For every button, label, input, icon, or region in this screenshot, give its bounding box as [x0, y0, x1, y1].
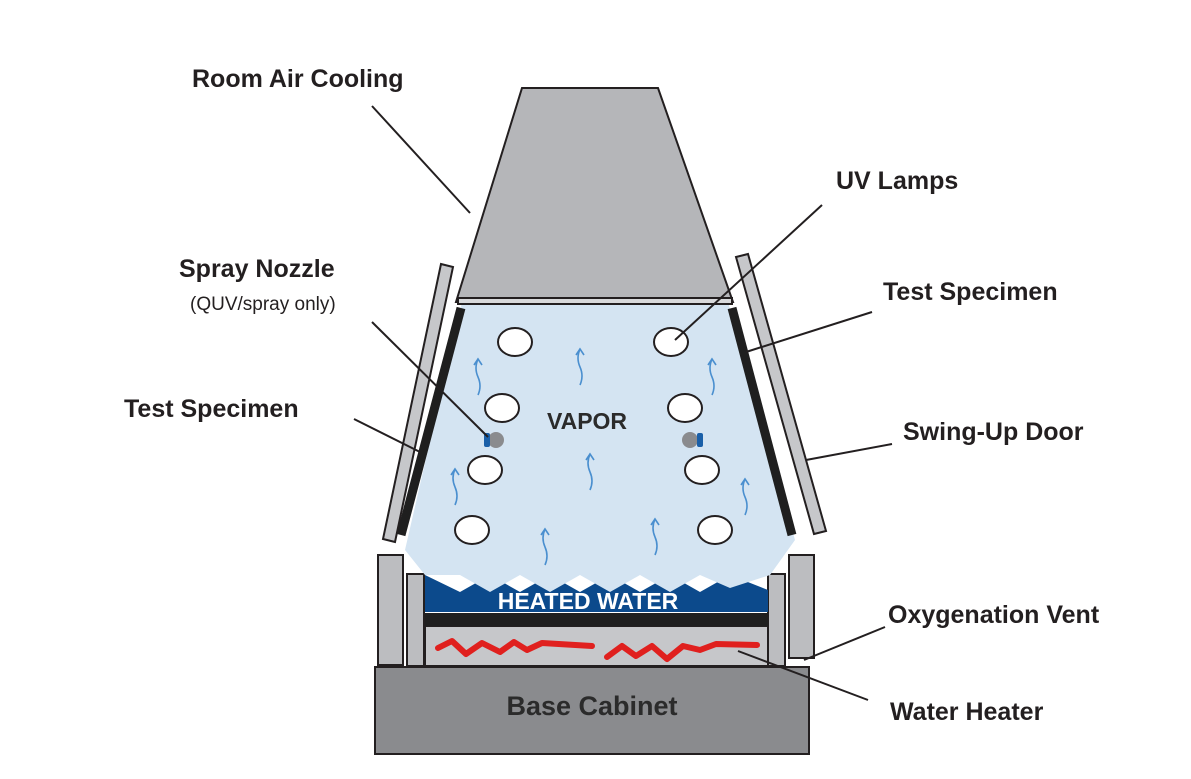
uv-lamp [467, 455, 503, 485]
vapor-arrow [709, 358, 715, 396]
test-specimen-right [727, 306, 797, 537]
right-inner-side-panel [767, 573, 786, 667]
leader-water-heater [737, 650, 869, 701]
water-heater-element-right [604, 641, 760, 662]
leader-spray-nozzle [371, 321, 489, 438]
vapor-arrow [475, 358, 481, 396]
uv-lamp [484, 393, 520, 423]
spray-nozzle-note: (QUV/spray only) [190, 294, 336, 315]
base-cabinet [374, 666, 810, 755]
uv-lamp [667, 393, 703, 423]
test-specimen-left-label: Test Specimen [124, 395, 299, 423]
oxygenation-vent-label: Oxygenation Vent [888, 601, 1100, 629]
vapor-arrow [452, 468, 458, 506]
uv-lamp [697, 515, 733, 545]
leader-test-specimen-left [353, 418, 421, 453]
vapor-arrow [577, 348, 583, 386]
swing-up-door-right [734, 252, 828, 536]
spray-nozzle-label: Spray Nozzle [179, 255, 335, 283]
right-outer-side-panel [788, 554, 815, 659]
test-specimen-left [396, 306, 466, 537]
uv-lamp [684, 455, 720, 485]
vapor-arrow [652, 518, 658, 556]
room-air-cooling-label: Room Air Cooling [192, 65, 404, 93]
water-heater-label: Water Heater [890, 698, 1044, 726]
leader-uv-lamps [674, 204, 823, 341]
base-cabinet-label: Base Cabinet [506, 691, 677, 721]
test-specimen-right-label: Test Specimen [883, 278, 1058, 306]
leader-swing-up-door [805, 443, 893, 461]
uv-lamp [497, 327, 533, 357]
water-tray-plate [425, 613, 768, 626]
heated-water-label: HEATED WATER [498, 588, 679, 614]
hood-rim [457, 297, 733, 305]
vapor-arrow [542, 528, 548, 566]
leader-test-specimen-right [745, 311, 873, 353]
spray-nozzle-right [682, 432, 703, 448]
vapor-arrow [587, 453, 593, 491]
vapor-arrow [742, 478, 748, 516]
spray-nozzle-left [484, 432, 504, 448]
vapor-chamber [405, 302, 795, 592]
uv-lamps-label: UV Lamps [836, 167, 958, 195]
water-heater-element-left [435, 638, 595, 657]
vapor-label: VAPOR [547, 408, 627, 434]
leader-lines [353, 105, 893, 701]
leader-room-air-cooling [371, 105, 471, 214]
leader-oxygenation-vent [803, 626, 886, 661]
left-inner-side-panel [406, 573, 425, 667]
room-air-cooling-hood [454, 87, 735, 303]
uv-lamp [454, 515, 490, 545]
vapor-arrows [450, 347, 750, 566]
left-outer-side-panel [377, 554, 404, 666]
swing-up-door-label: Swing-Up Door [903, 418, 1084, 446]
swing-up-door-left [381, 262, 455, 544]
